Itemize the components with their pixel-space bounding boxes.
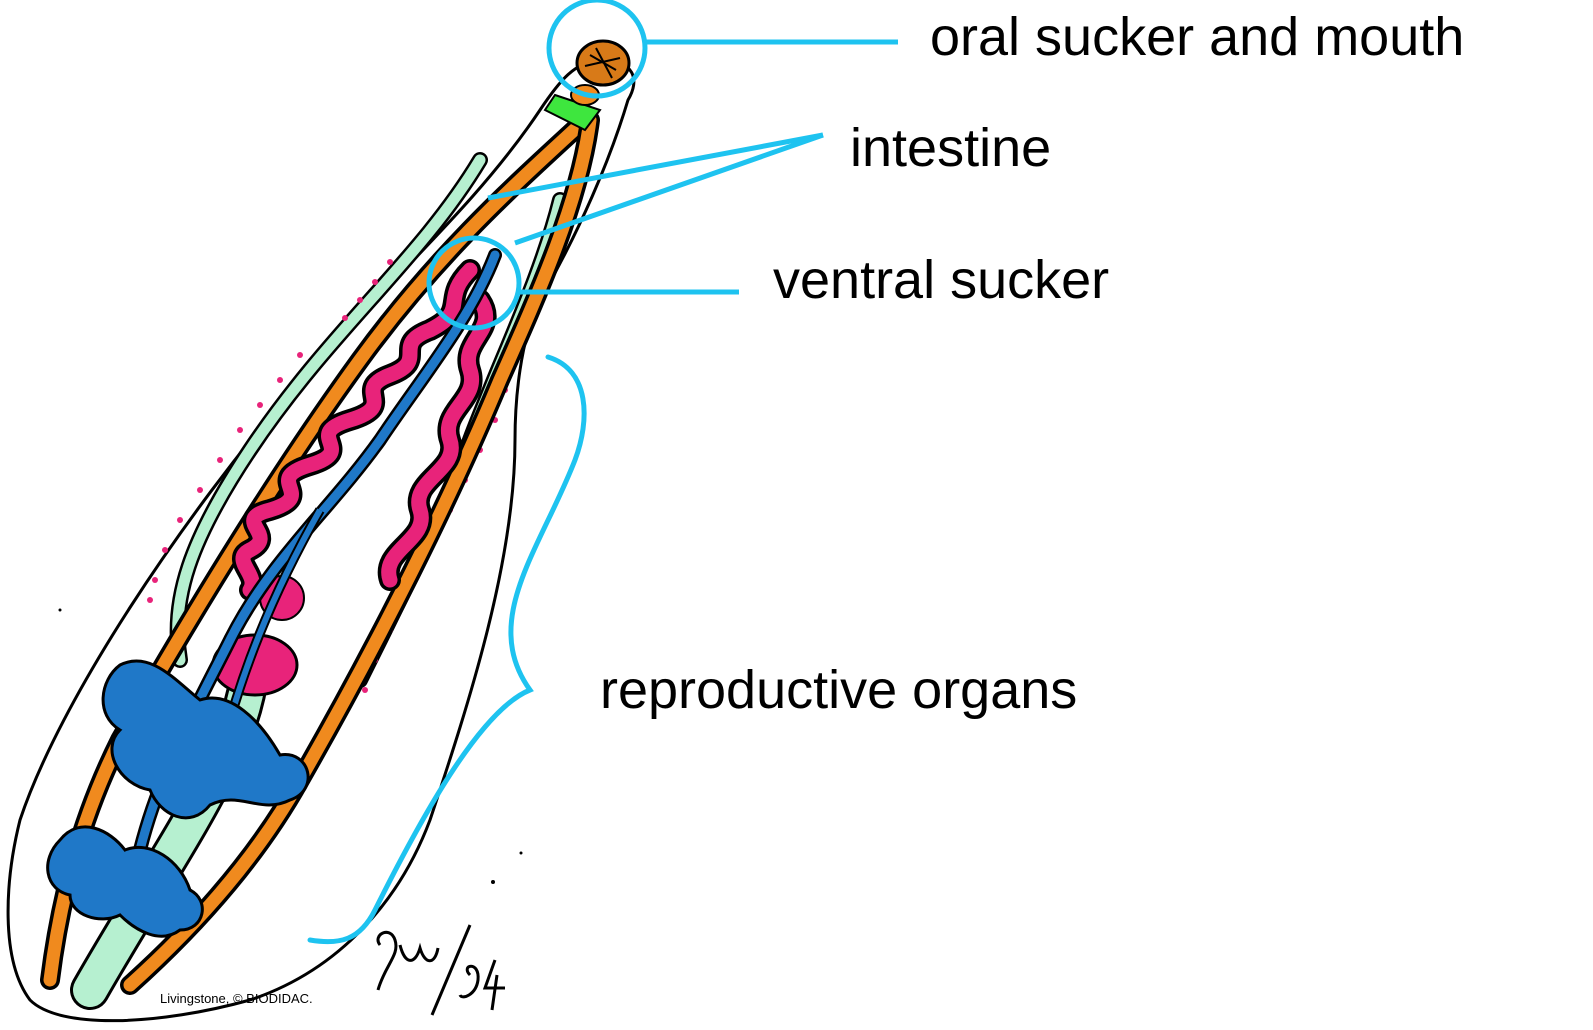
oral-sucker [577, 41, 629, 85]
ventral-sucker-label: ventral sucker [773, 250, 1109, 310]
stray-dot [59, 609, 62, 612]
image-credit: Livingstone, © BIODIDAC. [160, 991, 313, 1006]
handwritten-signature-icon [378, 925, 505, 1015]
intestine-label: intestine [850, 118, 1051, 178]
stray-dot [491, 880, 495, 884]
oral-sucker-label: oral sucker and mouth [930, 7, 1464, 67]
reproductive-organs-label: reproductive organs [600, 660, 1077, 720]
stray-dot [520, 852, 523, 855]
